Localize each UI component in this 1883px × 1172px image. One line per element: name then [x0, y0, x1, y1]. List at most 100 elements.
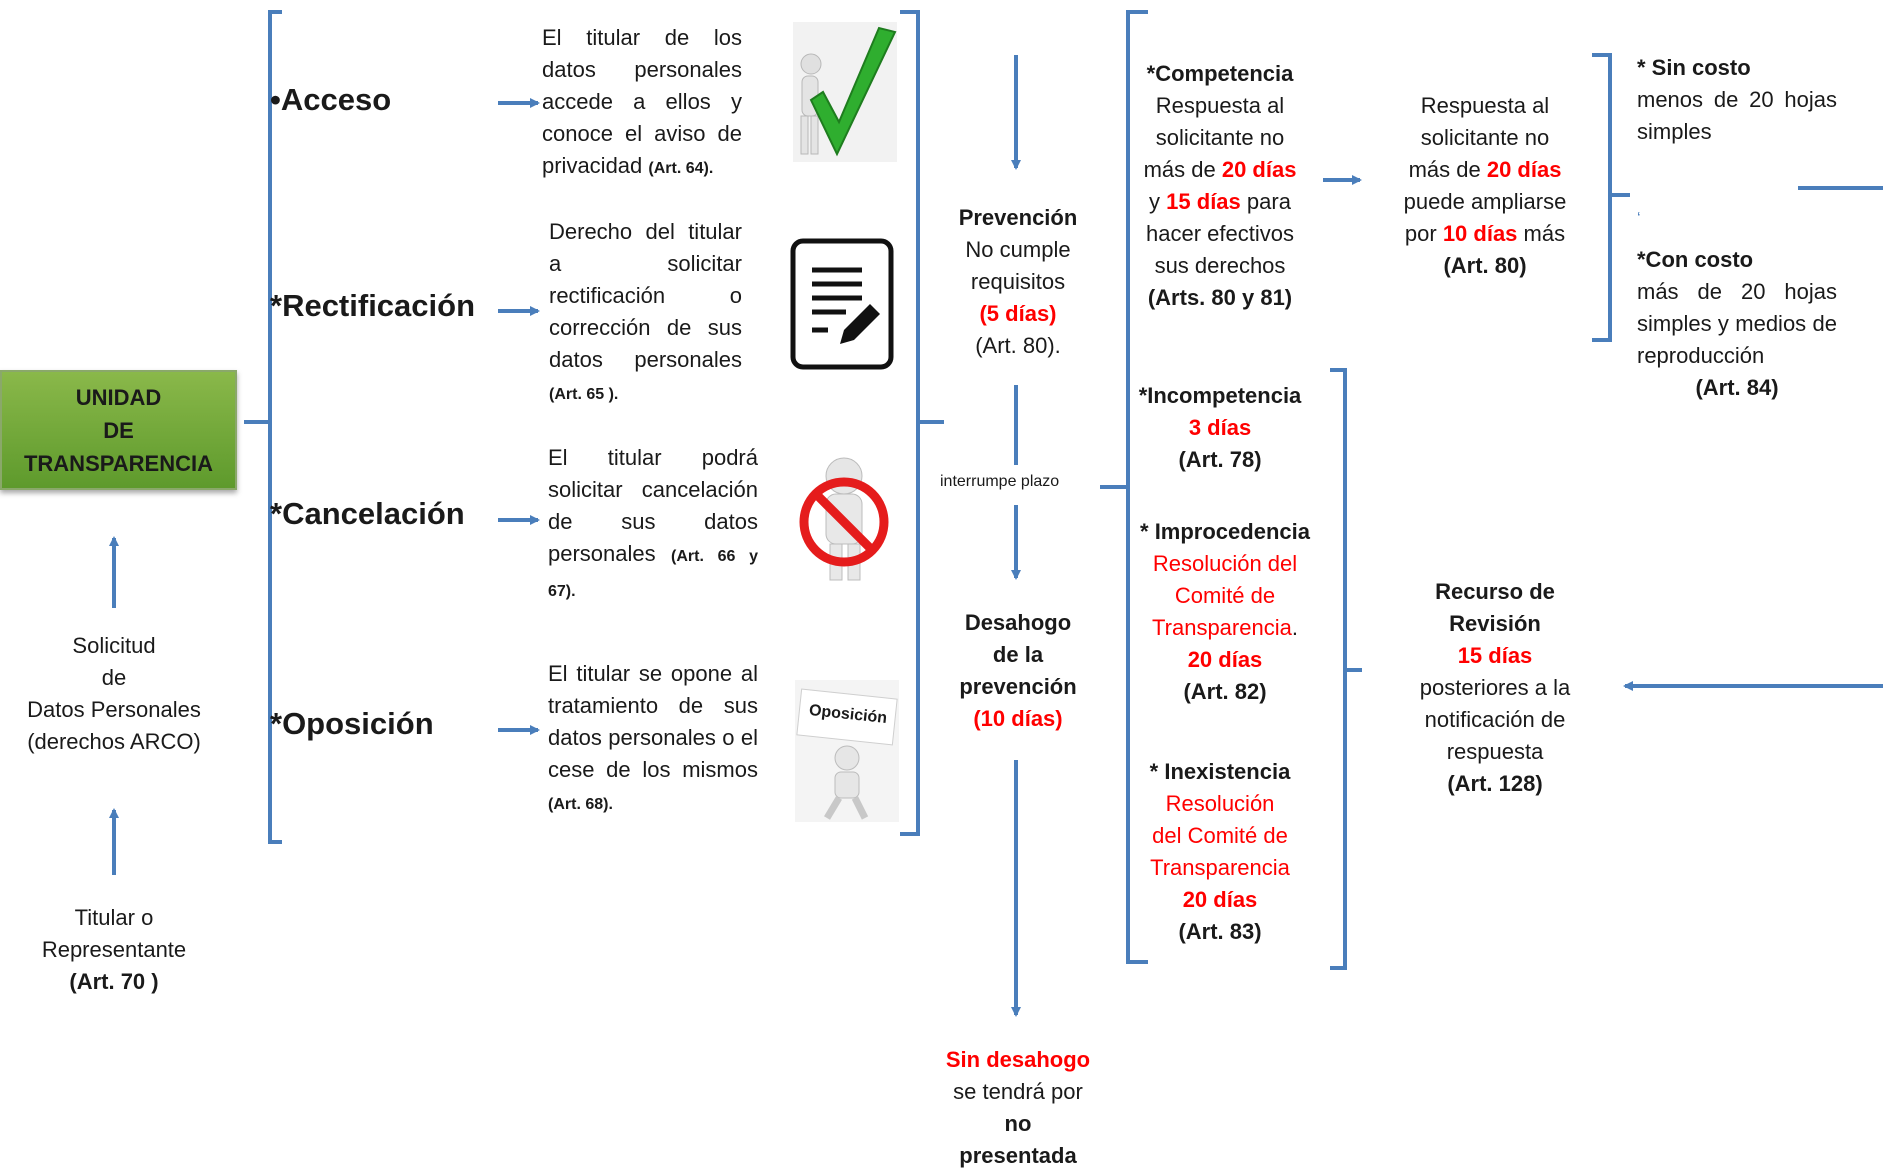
improcedencia-dot: . — [1291, 615, 1298, 640]
right-desc-acceso: El titular de los datos personales acced… — [542, 22, 742, 185]
competencia-line-4: y 15 días para — [1130, 186, 1310, 218]
negative-responses-bracket — [1330, 368, 1362, 970]
unit-line-3: TRANSPARENCIA — [23, 450, 214, 476]
desc-article-oposicion: (Art. 68). — [548, 796, 613, 813]
prevention-block: Prevención No cumple requisitos (5 días)… — [940, 202, 1096, 362]
prevention-line-2: requisitos — [970, 269, 1066, 294]
improcedencia-line-1: Resolución del — [1152, 551, 1298, 576]
incompetencia-days: 3 días — [1188, 415, 1252, 440]
inexistencia-days: 20 días — [1182, 887, 1258, 912]
competencia-line-3: más de 20 días — [1130, 154, 1310, 186]
rights-bracket — [244, 10, 282, 844]
cost-paid-title: *Con costo — [1637, 247, 1754, 272]
desc-text-oposicion: El titular se opone al tratamiento de su… — [548, 661, 758, 782]
competencia-line-4c: para — [1240, 189, 1291, 214]
ampliacion-line-3: más de 20 días — [1380, 154, 1590, 186]
inexistencia-block: * Inexistencia Resolución del Comité de … — [1130, 756, 1310, 948]
cost-bracket — [1592, 53, 1630, 342]
rights-close-bracket — [900, 10, 944, 836]
prevention-days: (5 días) — [979, 301, 1057, 326]
ampliacion-article: (Art. 80) — [1443, 253, 1527, 278]
ampliacion-line-5: por 10 días más — [1380, 218, 1590, 250]
competencia-line-6: sus derechos — [1154, 253, 1286, 278]
holder-line-1: Titular o — [74, 905, 154, 930]
request-line-2: de — [101, 665, 127, 690]
right-label-oposicion: *Oposición — [270, 706, 434, 741]
recurso-line-4: notificación de — [1424, 707, 1566, 732]
ampliacion-line-2: solicitante no — [1420, 125, 1550, 150]
competencia-line-4a: y — [1149, 189, 1167, 214]
right-label-cancelacion: *Cancelación — [270, 496, 465, 531]
prevention-title: Prevención — [958, 205, 1078, 230]
improcedencia-line-3: Transparencia. — [1130, 612, 1320, 644]
recurso-line-1: Recurso de — [1435, 579, 1555, 604]
ampliacion-days-20: 20 días — [1486, 157, 1562, 182]
ampliacion-days-10: 10 días — [1442, 221, 1518, 246]
cost-comma: ‘ — [1637, 210, 1641, 227]
request-text: Solicitud de Datos Personales (derechos … — [14, 630, 214, 758]
competencia-article: (Arts. 80 y 81) — [1147, 285, 1293, 310]
improcedencia-block: * Improcedencia Resolución del Comité de… — [1130, 516, 1320, 708]
desahogo-block: Desahogo de la prevención (10 días) — [940, 607, 1096, 735]
request-line-4: (derechos ARCO) — [27, 729, 201, 754]
recurso-days: 15 días — [1457, 643, 1533, 668]
ampliacion-line-5c: más — [1517, 221, 1566, 246]
improcedencia-line-3a: Transparencia — [1152, 615, 1292, 640]
ampliacion-block: Respuesta al solicitante no más de 20 dí… — [1380, 90, 1590, 282]
cost-article: (Art. 84) — [1695, 375, 1779, 400]
desc-text-acceso: El titular de los datos personales acced… — [542, 25, 742, 178]
inexistencia-article: (Art. 83) — [1178, 919, 1262, 944]
competencia-days-20: 20 días — [1221, 157, 1297, 182]
cost-paid-desc: más de 20 hojas simples y medios de repr… — [1637, 279, 1837, 368]
recurso-line-5: respuesta — [1446, 739, 1544, 764]
right-desc-cancelacion: El titular podrá solicitar cancelación d… — [548, 442, 758, 608]
cost-free-desc: menos de 20 hojas simples — [1637, 87, 1837, 144]
request-line-3: Datos Personales — [27, 697, 201, 722]
incompetencia-article: (Art. 78) — [1178, 447, 1262, 472]
request-line-1: Solicitud — [72, 633, 156, 658]
competencia-block: *Competencia Respuesta al solicitante no… — [1130, 58, 1310, 314]
recurso-line-2: Revisión — [1449, 611, 1541, 636]
cost-paid-block: *Con costo más de 20 hojas simples y med… — [1637, 244, 1837, 404]
inexistencia-title: * Inexistencia — [1149, 759, 1291, 784]
competencia-line-3a: más de — [1143, 157, 1222, 182]
desahogo-line-2: de la — [992, 642, 1044, 667]
checkmark-icon — [793, 22, 897, 162]
desc-text-cancelacion: El titular podrá solicitar cancelación d… — [548, 445, 758, 566]
recurso-line-3: posteriores a la — [1419, 675, 1571, 700]
competencia-days-15: 15 días — [1166, 189, 1241, 214]
cost-free-title: * Sin costo — [1637, 55, 1751, 80]
desc-article-acceso: (Art. 64). — [648, 160, 714, 177]
right-desc-oposicion: El titular se opone al tratamiento de su… — [548, 658, 758, 821]
right-desc-rectificacion: Derecho del titular a solicitar rectific… — [549, 216, 742, 411]
ampliacion-line-5a: por — [1404, 221, 1443, 246]
holder-line-2: Representante — [41, 937, 187, 962]
desahogo-days: (10 días) — [973, 706, 1063, 731]
improcedencia-article: (Art. 82) — [1183, 679, 1267, 704]
competencia-line-1: Respuesta al — [1155, 93, 1285, 118]
ampliacion-line-4: puede ampliarse — [1403, 189, 1567, 214]
ampliacion-line-3a: más de — [1408, 157, 1487, 182]
holder-article: (Art. 70 ) — [69, 969, 159, 994]
cost-free-block: * Sin costo menos de 20 hojas simples — [1637, 52, 1837, 148]
competencia-line-5: hacer efectivos — [1146, 221, 1294, 246]
sin-desahogo-line-3: no — [1004, 1111, 1032, 1136]
unit-line-1: UNIDAD — [75, 384, 162, 410]
prevention-line-1: No cumple — [965, 237, 1071, 262]
desc-article-rectificacion: (Art. 65 ). — [549, 386, 619, 403]
recurso-block: Recurso de Revisión 15 días posteriores … — [1395, 576, 1595, 800]
right-label-acceso: •Acceso — [270, 82, 392, 117]
competencia-line-2: solicitante no — [1155, 125, 1285, 150]
recurso-article: (Art. 128) — [1447, 771, 1543, 796]
unit-line-2: DE — [103, 417, 134, 443]
desc-text-rectificacion: Derecho del titular a solicitar rectific… — [549, 219, 742, 372]
sin-desahogo-line-4: presentada — [959, 1143, 1077, 1168]
improcedencia-days: 20 días — [1187, 647, 1263, 672]
inexistencia-line-1: Resolución — [1165, 791, 1275, 816]
document-edit-icon — [790, 238, 894, 378]
desahogo-line-1: Desahogo — [964, 610, 1072, 635]
interrupt-label: interrumpe plazo — [940, 473, 1060, 490]
holder-text: Titular o Representante (Art. 70 ) — [14, 902, 214, 998]
improcedencia-line-2: Comité de — [1174, 583, 1276, 608]
